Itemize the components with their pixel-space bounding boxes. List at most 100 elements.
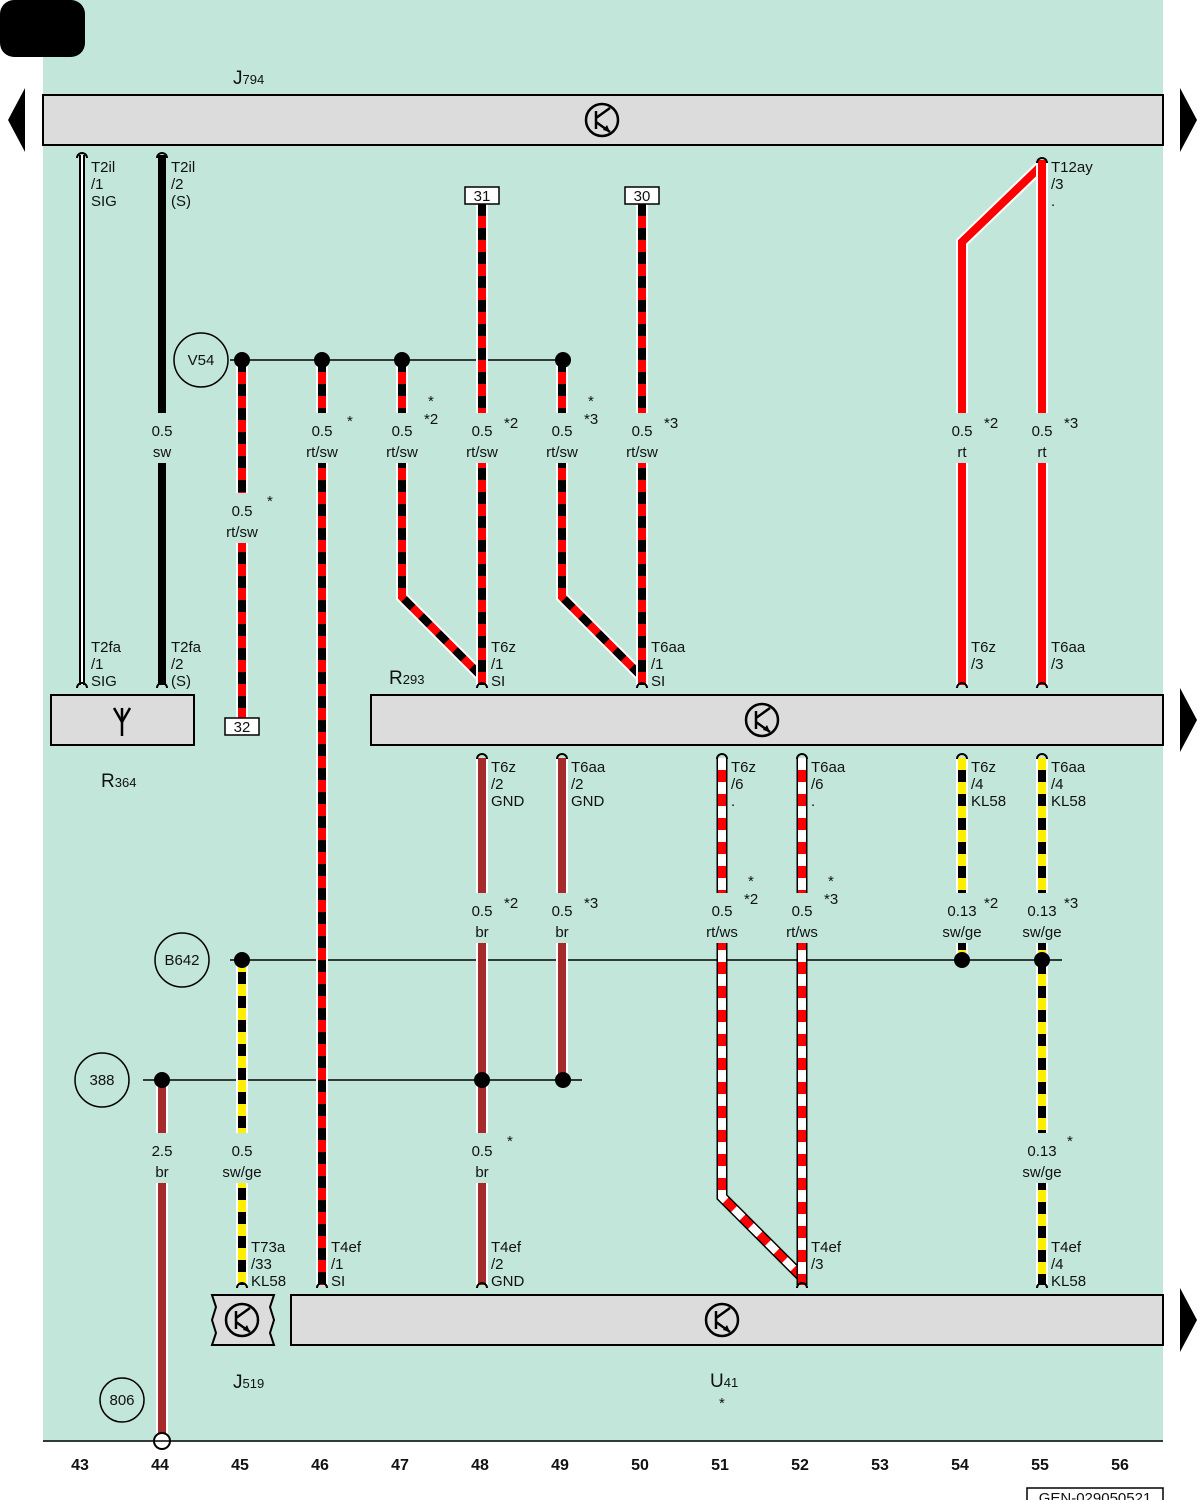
svg-text:0.5: 0.5	[152, 423, 173, 440]
label-j519: J519	[233, 1372, 264, 1393]
svg-text:0.5: 0.5	[232, 1143, 253, 1160]
footer-code: GEN-029050521	[1039, 1490, 1152, 1500]
junction-dot	[394, 352, 410, 368]
connector-label-t6aa-3: T6aa/3	[1051, 639, 1086, 673]
svg-text:0.13: 0.13	[1027, 903, 1056, 920]
svg-text:rt/sw: rt/sw	[226, 524, 258, 541]
svg-text:0.5: 0.5	[472, 423, 493, 440]
svg-text:rt: rt	[1037, 444, 1047, 461]
junction-dot	[555, 1072, 571, 1088]
svg-text:0.13: 0.13	[1027, 1143, 1056, 1160]
connector-label-t6z-6: T6z/6.	[731, 759, 756, 810]
ref-circle-b642[interactable]	[154, 932, 210, 988]
column-number: 52	[791, 1457, 809, 1474]
wire-label-45c: 0.5 sw/ge	[222, 1133, 262, 1183]
antenna-icon	[112, 707, 132, 736]
junction-dot	[555, 352, 571, 368]
column-number: 44	[151, 1457, 169, 1474]
ref-388: 388	[89, 1072, 114, 1089]
wire-label-55a: 0.5 rt *3	[1025, 413, 1078, 463]
wire-54-rt[interactable]	[956, 160, 1047, 685]
svg-text:rt/ws: rt/ws	[706, 924, 738, 941]
wire-label-50a: 0.5 rt/sw *3	[623, 413, 678, 463]
svg-text:sw: sw	[153, 444, 172, 461]
svg-text:*2: *2	[984, 415, 998, 432]
page-arrow-icon-left[interactable]	[8, 88, 25, 152]
junction-dot	[954, 952, 970, 968]
svg-text:br: br	[475, 924, 488, 941]
svg-text:*3: *3	[1064, 895, 1078, 912]
terminal-box-32	[224, 717, 260, 736]
svg-text:*: *	[507, 1133, 513, 1150]
wire-label-55c: 0.13 sw/ge *	[1022, 1133, 1073, 1183]
label-u41: U41	[710, 1371, 738, 1392]
junction-dot	[314, 352, 330, 368]
svg-text:0.5: 0.5	[1032, 423, 1053, 440]
ref-v54: V54	[188, 352, 215, 369]
column-number: 55	[1031, 1457, 1049, 1474]
svg-text:*2: *2	[424, 411, 438, 428]
svg-text:*: *	[828, 873, 834, 890]
svg-text:*2: *2	[744, 891, 758, 908]
column-number: 48	[471, 1457, 489, 1474]
column-number: 51	[711, 1457, 729, 1474]
ref-806: 806	[109, 1392, 134, 1409]
page-arrow-icon-right-bottom[interactable]	[1180, 1288, 1197, 1352]
terminal-32: 32	[234, 719, 251, 736]
svg-text:*: *	[267, 493, 273, 510]
svg-text:*3: *3	[584, 411, 598, 428]
wire-label-47a: 0.5 rt/sw * *2	[383, 393, 438, 463]
svg-text:*2: *2	[504, 415, 518, 432]
column-number: 45	[231, 1457, 249, 1474]
svg-text:*: *	[428, 393, 434, 410]
label-r293: R293	[389, 668, 424, 689]
ref-b642: B642	[164, 952, 199, 969]
svg-text:0.5: 0.5	[552, 423, 573, 440]
svg-text:0.5: 0.5	[792, 903, 813, 920]
svg-text:0.5: 0.5	[632, 423, 653, 440]
terminal-box-31	[464, 186, 500, 205]
svg-text:sw/ge: sw/ge	[942, 924, 981, 941]
column-number: 47	[391, 1457, 409, 1474]
page-arrow-icon-right-middle[interactable]	[1180, 688, 1197, 752]
wire-label-54a: 0.5 rt *2	[945, 413, 998, 463]
wire-label-46a: 0.5 rt/sw *	[303, 413, 353, 463]
svg-text:rt: rt	[957, 444, 967, 461]
wire-label-52b: 0.5 rt/ws * *3	[782, 873, 838, 943]
ref-circle-388[interactable]	[74, 1052, 130, 1108]
svg-text:sw/ge: sw/ge	[222, 1164, 261, 1181]
svg-text:br: br	[475, 1164, 488, 1181]
svg-text:0.5: 0.5	[232, 503, 253, 520]
svg-text:*: *	[347, 413, 353, 430]
wire-label-55b: 0.13 sw/ge *3	[1022, 893, 1078, 943]
column-number: 50	[631, 1457, 649, 1474]
ref-circle-v54[interactable]	[173, 332, 229, 388]
page-arrow-icon-right-top[interactable]	[1180, 88, 1197, 152]
junction-dot	[234, 352, 250, 368]
wire-label-44a: 0.5 sw	[145, 413, 179, 463]
junction-dot	[474, 1072, 490, 1088]
wire-label-49b: 0.5 br *3	[545, 893, 598, 943]
terminal-31: 31	[474, 188, 491, 205]
column-number: 43	[71, 1457, 89, 1474]
svg-text:rt/ws: rt/ws	[786, 924, 818, 941]
column-number: 54	[951, 1457, 969, 1474]
svg-text:br: br	[555, 924, 568, 941]
wire-label-48b: 0.5 br *2	[465, 893, 518, 943]
column-number: 53	[871, 1457, 889, 1474]
ref-circle-806[interactable]	[99, 1377, 145, 1423]
svg-text:br: br	[155, 1164, 168, 1181]
svg-text:*3: *3	[1064, 415, 1078, 432]
column-numbers: 43 44 45 46 47 48 49 50 51 52 53 54 55 5…	[71, 1457, 1129, 1474]
svg-text:0.5: 0.5	[392, 423, 413, 440]
component-r293-box	[370, 694, 1164, 746]
